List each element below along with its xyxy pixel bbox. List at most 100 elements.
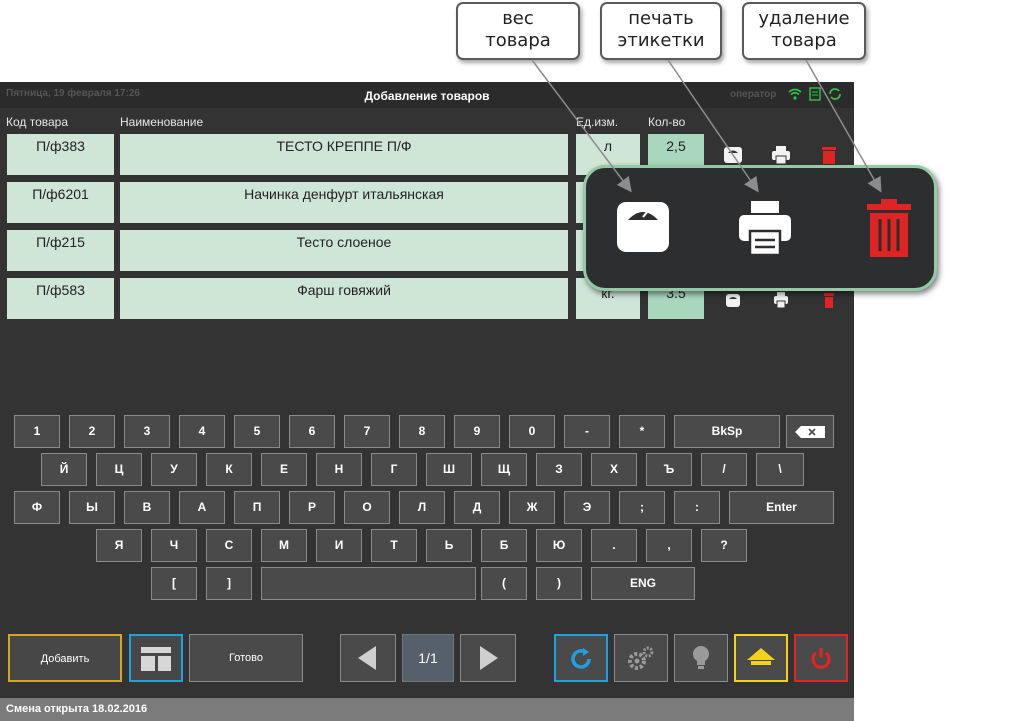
key-semicolon[interactable]: ; (619, 491, 665, 524)
home-icon (747, 648, 775, 666)
key-space[interactable] (261, 567, 476, 600)
arrow-right-icon (480, 646, 498, 671)
zoom-action-panel (583, 165, 937, 291)
home-button[interactable] (734, 634, 788, 682)
add-button[interactable]: Добавить (8, 634, 122, 682)
key-enter[interactable]: Enter (729, 491, 834, 524)
done-button[interactable]: Готово (189, 634, 303, 682)
key-delete[interactable] (786, 415, 834, 448)
key-з[interactable]: З (536, 453, 582, 486)
key-и[interactable]: И (316, 529, 362, 562)
key-close-bracket[interactable]: ] (206, 567, 252, 600)
row2-name[interactable]: Начинка денфурт итальянская (120, 182, 568, 223)
prev-page-button[interactable] (340, 634, 396, 682)
key-comma[interactable]: , (646, 529, 692, 562)
key-в[interactable]: В (124, 491, 170, 524)
arrow-left-icon (358, 646, 376, 671)
key-9[interactable]: 9 (454, 415, 500, 448)
key-ъ[interactable]: Ъ (646, 453, 692, 486)
key-е[interactable]: Е (261, 453, 307, 486)
hint-button[interactable] (674, 634, 728, 682)
callout-print-line1: печать (628, 8, 694, 29)
header-qty: Кол-во (648, 115, 686, 129)
key-щ[interactable]: Щ (481, 453, 527, 486)
key-ж[interactable]: Ж (509, 491, 555, 524)
trash-icon (866, 198, 912, 263)
key-ц[interactable]: Ц (96, 453, 142, 486)
key-я[interactable]: Я (96, 529, 142, 562)
key-5[interactable]: 5 (234, 415, 280, 448)
key-ь[interactable]: Ь (426, 529, 472, 562)
key-1[interactable]: 1 (14, 415, 60, 448)
row3-name[interactable]: Тесто слоеное (120, 230, 568, 271)
key-slash[interactable]: / (701, 453, 747, 486)
key-й[interactable]: Й (41, 453, 87, 486)
key-open-bracket[interactable]: [ (151, 567, 197, 600)
key-period[interactable]: . (591, 529, 637, 562)
key-с[interactable]: С (206, 529, 252, 562)
power-button[interactable] (794, 634, 848, 682)
key-б[interactable]: Б (481, 529, 527, 562)
key-х[interactable]: Х (591, 453, 637, 486)
layout-button[interactable] (129, 634, 183, 682)
key-о[interactable]: О (344, 491, 390, 524)
key-backspace[interactable]: BkSp (674, 415, 780, 448)
key-м[interactable]: М (261, 529, 307, 562)
row4-print-icon[interactable] (770, 289, 792, 311)
key-6[interactable]: 6 (289, 415, 335, 448)
refresh-button[interactable] (554, 634, 608, 682)
row4-delete-icon[interactable] (818, 289, 840, 311)
window-title: Добавление товаров (364, 89, 490, 103)
key-э[interactable]: Э (564, 491, 610, 524)
key-colon[interactable]: : (674, 491, 720, 524)
row1-delete-icon[interactable] (818, 144, 840, 166)
key-lang-eng[interactable]: ENG (591, 567, 695, 600)
key-г[interactable]: Г (371, 453, 417, 486)
key-т[interactable]: Т (371, 529, 417, 562)
row2-code[interactable]: П/ф6201 (7, 182, 114, 223)
row4-weigh-icon[interactable] (722, 289, 744, 311)
lightbulb-icon (693, 646, 709, 670)
key-п[interactable]: П (234, 491, 280, 524)
key-3[interactable]: 3 (124, 415, 170, 448)
operator-label: оператор (730, 89, 777, 100)
page-indicator: 1/1 (402, 634, 454, 682)
row1-code[interactable]: П/ф383 (7, 134, 114, 175)
key-backslash[interactable]: \ (756, 453, 804, 486)
row1-weigh-icon[interactable] (722, 144, 744, 166)
header-code: Код товара (6, 115, 69, 129)
key-н[interactable]: Н (316, 453, 362, 486)
callout-weight-line1: вес (502, 8, 534, 29)
key-close-paren[interactable]: ) (536, 567, 582, 600)
key-question[interactable]: ? (701, 529, 747, 562)
key-к[interactable]: К (206, 453, 252, 486)
callout-print: печать этикетки (600, 2, 722, 60)
key-open-paren[interactable]: ( (481, 567, 527, 600)
sync-icon[interactable] (828, 87, 842, 101)
row3-code[interactable]: П/ф215 (7, 230, 114, 271)
key-2[interactable]: 2 (69, 415, 115, 448)
key-д[interactable]: Д (454, 491, 500, 524)
key-ф[interactable]: Ф (14, 491, 60, 524)
key-а[interactable]: А (179, 491, 225, 524)
row1-name[interactable]: ТЕСТО КРЕППЕ П/Ф (120, 134, 568, 175)
key-7[interactable]: 7 (344, 415, 390, 448)
settings-button[interactable] (614, 634, 668, 682)
key-ю[interactable]: Ю (536, 529, 582, 562)
key-4[interactable]: 4 (179, 415, 225, 448)
row4-name[interactable]: Фарш говяжий (120, 278, 568, 319)
callout-weight: вес товара (456, 2, 580, 60)
key-ч[interactable]: Ч (151, 529, 197, 562)
next-page-button[interactable] (460, 634, 516, 682)
row4-code[interactable]: П/ф583 (7, 278, 114, 319)
key-8[interactable]: 8 (399, 415, 445, 448)
key-asterisk[interactable]: * (619, 415, 665, 448)
key-у[interactable]: У (151, 453, 197, 486)
key-ы[interactable]: Ы (69, 491, 115, 524)
key-л[interactable]: Л (399, 491, 445, 524)
row1-print-icon[interactable] (770, 144, 792, 166)
key-minus[interactable]: - (564, 415, 610, 448)
key-р[interactable]: Р (289, 491, 335, 524)
key-0[interactable]: 0 (509, 415, 555, 448)
key-ш[interactable]: Ш (426, 453, 472, 486)
